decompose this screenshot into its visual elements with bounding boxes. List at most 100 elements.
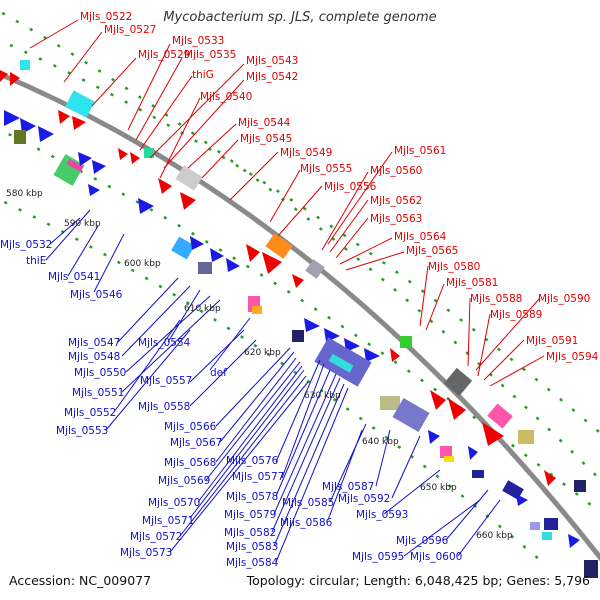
gene-label: Mjls_0535 bbox=[184, 49, 236, 61]
kbp-tick: 630 kbp bbox=[304, 391, 341, 401]
gene-box bbox=[400, 336, 412, 348]
gene-arrow bbox=[180, 192, 196, 210]
gene-arrow bbox=[568, 534, 580, 548]
gene-arrow bbox=[390, 348, 400, 362]
gene-box bbox=[444, 456, 454, 462]
gene-label: Mjls_0532 bbox=[0, 239, 52, 251]
gene-label: Mjls_0527 bbox=[104, 24, 156, 36]
gene-arrow bbox=[72, 116, 86, 130]
gene-box bbox=[440, 446, 452, 458]
gene-label: Mjls_0587 bbox=[322, 481, 374, 493]
gene-label: Mjls_0600 bbox=[410, 551, 462, 563]
gene-label: Mjls_0558 bbox=[138, 401, 190, 413]
gene-label: Mjls_0549 bbox=[280, 147, 332, 159]
gene-box bbox=[53, 154, 85, 186]
gene-arrow bbox=[78, 152, 92, 166]
kbp-tick: 650 kbp bbox=[420, 483, 457, 493]
gene-label: Mjls_0586 bbox=[280, 517, 333, 529]
gene-arrow bbox=[246, 244, 260, 262]
reverse-leaders bbox=[45, 209, 501, 563]
gene-label: Mjls_0556 bbox=[324, 181, 377, 193]
gene-box bbox=[502, 480, 524, 500]
gene-label: Mjls_0566 bbox=[164, 421, 217, 433]
gene-label: Mjls_0580 bbox=[428, 261, 480, 273]
gene-label: Mjls_0572 bbox=[130, 531, 182, 543]
gene-box bbox=[265, 233, 293, 259]
gene-box bbox=[518, 430, 534, 444]
gene-box bbox=[574, 480, 586, 492]
gene-arrow bbox=[210, 248, 224, 262]
gene-box bbox=[144, 148, 154, 158]
gene-label: Mjls_0570 bbox=[148, 497, 200, 509]
gene-label: Mjls_0568 bbox=[164, 457, 216, 469]
gene-arrow bbox=[88, 184, 100, 196]
gene-arrow bbox=[544, 470, 556, 486]
gene-label: Mjls_0540 bbox=[200, 91, 252, 103]
forward-features bbox=[0, 60, 556, 486]
gene-label: Mjls_0582 bbox=[224, 527, 276, 539]
gene-label: Mjls_0584 bbox=[226, 557, 279, 569]
gene-arrow bbox=[292, 274, 304, 288]
gene-arrow bbox=[448, 398, 466, 420]
gene-arrow bbox=[118, 148, 128, 160]
gene-box bbox=[252, 306, 262, 314]
gene-box bbox=[65, 90, 95, 118]
gene-box bbox=[584, 560, 598, 578]
gene-label: Mjls_0551 bbox=[72, 387, 124, 399]
gene-label: Mjls_0585 bbox=[282, 497, 334, 509]
gene-arrow bbox=[38, 126, 54, 142]
gene-box bbox=[392, 397, 430, 433]
kbp-tick: 590 kbp bbox=[64, 219, 101, 229]
gene-label: Mjls_0533 bbox=[172, 35, 224, 47]
gene-box bbox=[487, 403, 513, 429]
gene-label: Mjls_0542 bbox=[246, 71, 298, 83]
gene-label: Mjls_0595 bbox=[352, 551, 404, 563]
gene-label: Mjls_0565 bbox=[406, 245, 458, 257]
gene-label: Mjls_0557 bbox=[140, 375, 192, 387]
gene-label: Mjls_0529 bbox=[138, 49, 190, 61]
gene-box bbox=[198, 262, 212, 274]
gene-label: Mjls_0541 bbox=[48, 271, 100, 283]
gene-label: Mjls_0555 bbox=[300, 163, 352, 175]
gene-label: Mjls_0577 bbox=[232, 471, 284, 483]
gene-label: Mjls_0571 bbox=[142, 515, 194, 527]
gene-label: Mjls_0550 bbox=[74, 367, 126, 379]
gene-arrow bbox=[364, 348, 380, 362]
gene-box bbox=[328, 353, 354, 373]
gene-arrow bbox=[428, 430, 440, 444]
reverse-features bbox=[4, 110, 598, 578]
guide-tracks bbox=[0, 10, 600, 561]
gene-label: Mjls_0554 bbox=[138, 337, 191, 349]
accession-text: Accession: NC_009077 bbox=[9, 573, 152, 588]
kbp-tick: 620 kbp bbox=[244, 348, 281, 358]
gene-arrow bbox=[226, 258, 240, 272]
kbp-tick: 610 kbp bbox=[184, 304, 221, 314]
gene-box bbox=[20, 60, 30, 70]
reverse-labels: Mjls_0532thiEMjls_0541Mjls_0546Mjls_0547… bbox=[0, 239, 462, 569]
gene-label: thiE bbox=[26, 255, 46, 267]
gene-label: Mjls_0522 bbox=[80, 11, 132, 23]
gene-label: Mjls_0552 bbox=[64, 407, 116, 419]
gene-arrow bbox=[344, 338, 360, 352]
gene-box bbox=[443, 367, 473, 397]
gene-label: Mjls_0560 bbox=[370, 165, 422, 177]
gene-label: Mjls_0561 bbox=[394, 145, 446, 157]
gene-label: Mjls_0544 bbox=[238, 117, 291, 129]
kbp-tick: 580 kbp bbox=[6, 189, 43, 199]
gene-box bbox=[530, 522, 540, 530]
gene-label: Mjls_0564 bbox=[394, 231, 447, 243]
kbp-ticks: 580 kbp 590 kbp 600 kbp 610 kbp 620 kbp … bbox=[6, 189, 513, 541]
gene-box bbox=[175, 165, 203, 191]
gene-box bbox=[66, 158, 84, 173]
gene-arrow bbox=[10, 72, 20, 86]
gene-label: Mjls_0589 bbox=[490, 309, 542, 321]
gene-label: Mjls_0545 bbox=[240, 133, 292, 145]
gene-arrow bbox=[190, 236, 204, 250]
gene-label: Mjls_0562 bbox=[370, 195, 422, 207]
gene-box bbox=[542, 532, 552, 540]
gene-arrow bbox=[138, 198, 154, 214]
gene-label: Mjls_0594 bbox=[546, 351, 599, 363]
gene-label: Mjls_0546 bbox=[70, 289, 123, 301]
